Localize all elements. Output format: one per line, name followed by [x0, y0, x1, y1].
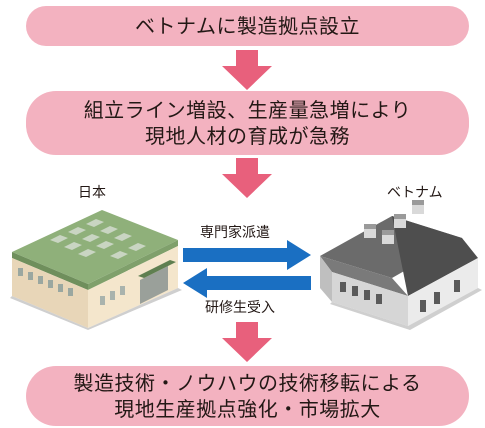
vietnam-factory-icon: [320, 200, 482, 330]
location-japan-label: 日本: [78, 185, 106, 201]
down-arrow-1-icon: [222, 50, 272, 90]
step-3-line-2: 現地生産拠点強化・市場拡大: [114, 397, 381, 421]
down-arrow-2-icon: [222, 158, 272, 198]
dispatch-experts-label: 専門家派遣: [200, 225, 270, 241]
down-arrow-3-icon: [222, 322, 272, 362]
step-2-line-1: 組立ライン増設、生産量急増により: [83, 98, 412, 122]
accept-trainees-label: 研修生受入: [205, 300, 275, 316]
step-2-box: 組立ライン増設、生産量急増により 現地人材の育成が急務: [26, 91, 469, 155]
step-2-line-2: 現地人材の育成が急務: [145, 124, 350, 148]
left-arrow-icon: [183, 268, 311, 298]
step-1-text: ベトナムに製造拠点設立: [135, 14, 360, 38]
step-3-line-1: 製造技術・ノウハウの技術移転による: [73, 371, 422, 395]
right-arrow-icon: [183, 240, 311, 270]
location-vietnam-label: ベトナム: [387, 185, 443, 201]
japan-factory-icon: [10, 210, 182, 330]
step-1-box: ベトナムに製造拠点設立: [26, 6, 469, 46]
step-3-box: 製造技術・ノウハウの技術移転による 現地生産拠点強化・市場拡大: [26, 366, 469, 426]
